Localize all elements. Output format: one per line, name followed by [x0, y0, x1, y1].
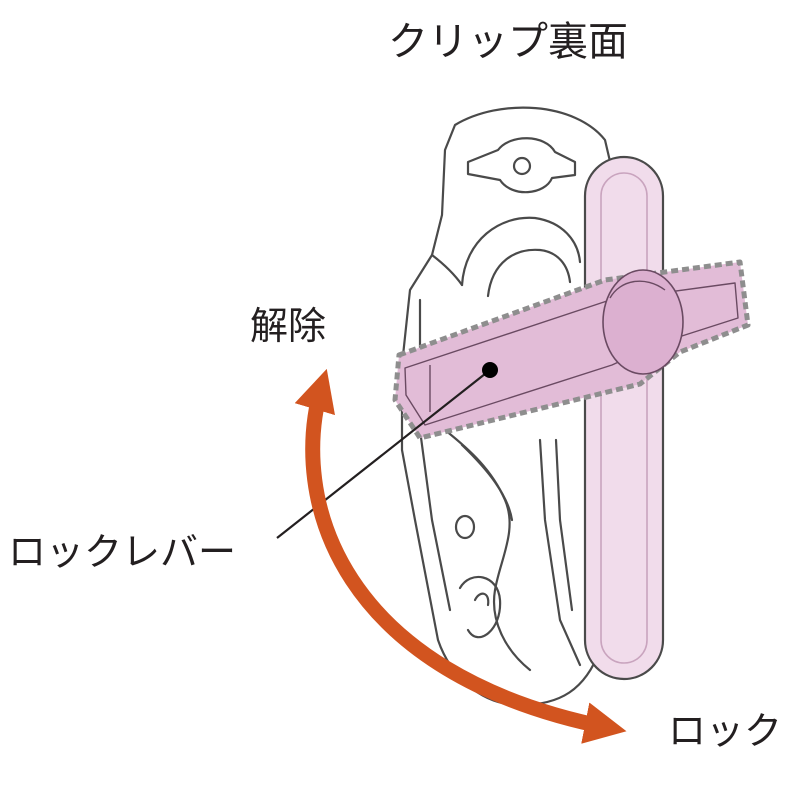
release-label: 解除 — [250, 304, 327, 348]
diagram-title: クリップ裏面 — [388, 19, 628, 65]
rotation-arrow — [294, 368, 627, 744]
vertical-clip-bar — [583, 155, 665, 681]
lever-pointer-dot — [482, 362, 498, 378]
lock-label: ロック — [668, 709, 783, 753]
lock-lever-label: ロックレバー — [8, 530, 237, 574]
